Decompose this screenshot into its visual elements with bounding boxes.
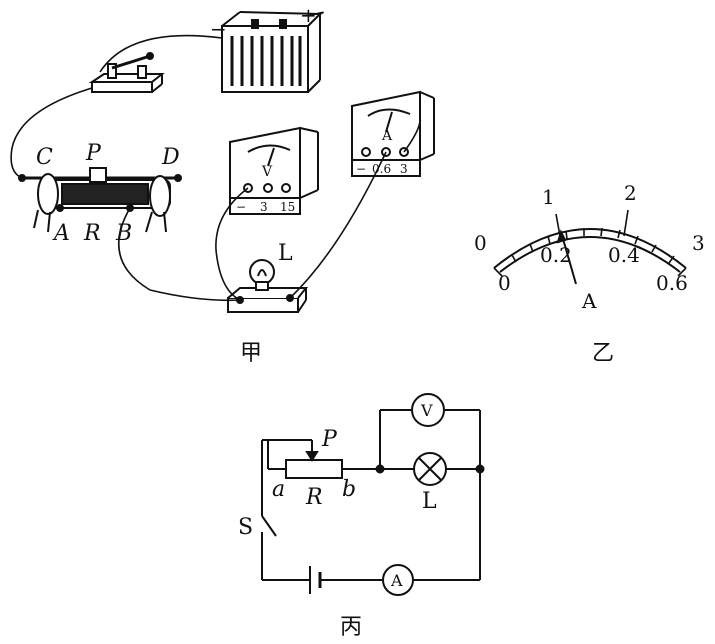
label-D: D xyxy=(161,145,180,170)
voltmeter-terminal-minus: − xyxy=(236,200,246,214)
dial-arc-outer xyxy=(493,228,687,269)
lower-scale-0: 0 xyxy=(498,271,511,295)
ammeter-symbol: A xyxy=(381,128,393,144)
ammeter xyxy=(351,90,435,177)
label-C: C xyxy=(36,145,53,170)
ammeter-terminal-minus: − xyxy=(356,162,366,176)
label-R: R xyxy=(83,221,101,246)
panel-a-apparatus xyxy=(10,11,435,313)
lower-scale-0.2: 0.2 xyxy=(540,243,572,267)
label-P: P xyxy=(85,141,102,166)
caption-yi: 乙 xyxy=(592,341,614,366)
voltmeter-terminal-3: 3 xyxy=(260,200,268,214)
circuit-voltmeter-symbol: V xyxy=(420,401,433,420)
dial-ticks xyxy=(493,209,687,277)
panel-c-labels: P a R b L S V A 丙 xyxy=(238,401,437,640)
battery-plus-label: + xyxy=(300,3,317,27)
circuit-label-R: R xyxy=(305,485,323,510)
label-A: A xyxy=(52,221,70,246)
label-B: B xyxy=(115,221,132,246)
wires xyxy=(10,11,421,302)
voltmeter-symbol: V xyxy=(261,164,273,180)
battery-minus-label: − xyxy=(210,17,227,41)
unit-label-A: A xyxy=(581,289,597,313)
panel-a-labels: + − C P D A R B L V − 3 15 A − 0.6 3 甲 xyxy=(36,3,408,366)
knife-switch xyxy=(88,52,165,93)
voltmeter xyxy=(229,126,319,215)
upper-scale-3: 3 xyxy=(692,231,705,255)
ammeter-terminal-0.6: 0.6 xyxy=(372,162,391,176)
voltmeter-terminal-15: 15 xyxy=(280,200,295,214)
lower-scale-0.6: 0.6 xyxy=(656,271,688,295)
panel-b-dial xyxy=(493,209,687,285)
panel-b-labels: 0 1 2 3 0 0.2 0.4 0.6 A 乙 xyxy=(474,181,705,366)
ammeter-terminal-3: 3 xyxy=(400,162,408,176)
circuit-label-a: a xyxy=(272,477,285,502)
dial-arc-inner xyxy=(499,236,681,273)
switch-blade xyxy=(261,515,277,537)
upper-scale-0: 0 xyxy=(474,231,487,255)
rheostat-symbol xyxy=(285,459,343,479)
circuit-label-P: P xyxy=(321,427,338,452)
circuit-label-b: b xyxy=(342,477,356,502)
upper-scale-1: 1 xyxy=(542,185,555,209)
circuit-label-L: L xyxy=(422,489,437,514)
lamp xyxy=(227,259,309,313)
battery xyxy=(221,11,321,93)
circuit-ammeter-symbol: A xyxy=(390,571,403,590)
caption-jia: 甲 xyxy=(240,341,262,366)
lamp-label-L: L xyxy=(278,241,293,266)
circuit-label-S: S xyxy=(238,515,253,540)
lower-scale-0.4: 0.4 xyxy=(608,243,640,267)
caption-bing: 丙 xyxy=(340,615,362,640)
panel-c-circuit xyxy=(261,393,485,596)
upper-scale-2: 2 xyxy=(624,181,637,205)
rheostat xyxy=(18,167,182,233)
